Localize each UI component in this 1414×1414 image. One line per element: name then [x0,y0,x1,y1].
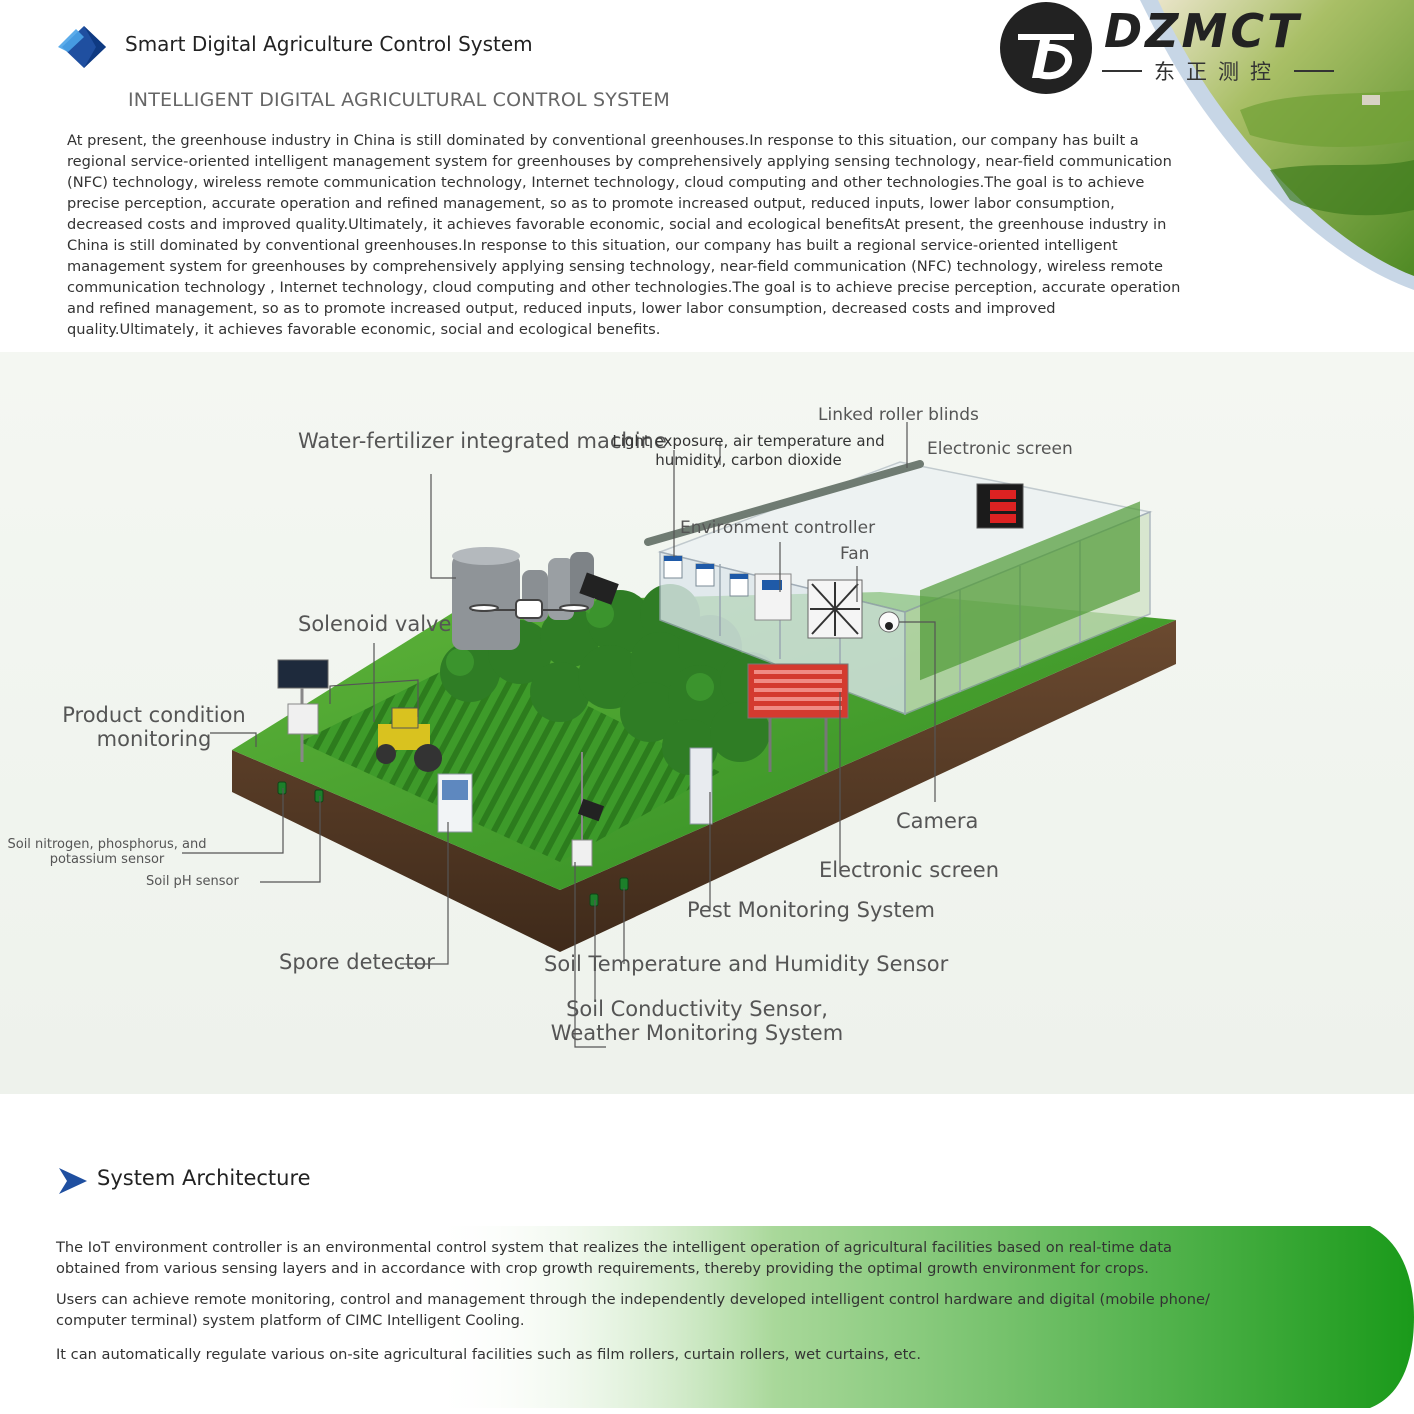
section-title: System Architecture [97,1166,311,1190]
logo-divider [1102,70,1142,72]
logo-wordmark: DZMCT [1104,4,1302,58]
label-environment-controller: Environment controller [680,518,876,538]
label-soil-npk: Soil nitrogen, phosphorus, and potassium… [7,837,207,867]
logo-divider [1294,70,1334,72]
label-light-exposure: Light exposure, air temperature and humi… [612,432,885,469]
logo-tagline: 东正测控 [1102,58,1334,84]
label-spore-detector: Spore detector [279,950,435,974]
arrow-right-icon [59,1168,87,1194]
label-soil-temp-humidity: Soil Temperature and Humidity Sensor [544,952,949,976]
drone [469,599,589,619]
tractor [376,707,442,772]
page-subtitle: INTELLIGENT DIGITAL AGRICULTURAL CONTROL… [128,89,670,111]
label-water-fertilizer: Water-fertilizer integrated machine [298,429,667,453]
callout-lines [182,422,936,1048]
fertilizer-tank [452,554,520,650]
label-solenoid-valve: Solenoid valve [298,612,452,636]
label-soil-ph: Soil pH sensor [146,874,239,889]
roller-blind-tube [644,460,924,546]
green-gradient-band [430,1226,1414,1408]
solar-panel [277,659,329,689]
diamond-logo-icon [58,26,106,68]
label-roller-blinds: Linked roller blinds [818,405,979,425]
label-camera: Camera [896,809,979,833]
corner-landscape-image [1140,0,1414,290]
architecture-paragraph: Users can achieve remote monitoring, con… [56,1291,1210,1329]
architecture-paragraph: The IoT environment controller is an env… [56,1239,1173,1277]
farm-illustration [0,352,1414,1094]
label-electronic-screen-bottom: Electronic screen [819,858,999,882]
intro-paragraph: At present, the greenhouse industry in C… [67,132,1181,338]
logo-chinese-text: 东正测控 [1154,60,1282,84]
page-title: Smart Digital Agriculture Control System [125,32,533,56]
dzmct-logo-icon [1000,2,1092,94]
label-electronic-screen-top: Electronic screen [927,439,1073,459]
label-pest-monitoring: Pest Monitoring System [687,898,935,922]
label-product-condition: Product condition monitoring [62,703,246,751]
pest-monitor-unit [689,747,713,825]
architecture-paragraph: It can automatically regulate various on… [56,1346,921,1363]
soil-layer [232,620,1176,952]
smart-farm-diagram: Water-fertilizer integrated machine Ligh… [0,352,1414,1094]
label-fan: Fan [840,544,870,564]
label-soil-conductivity: Soil Conductivity Sensor, Weather Monito… [550,997,844,1045]
